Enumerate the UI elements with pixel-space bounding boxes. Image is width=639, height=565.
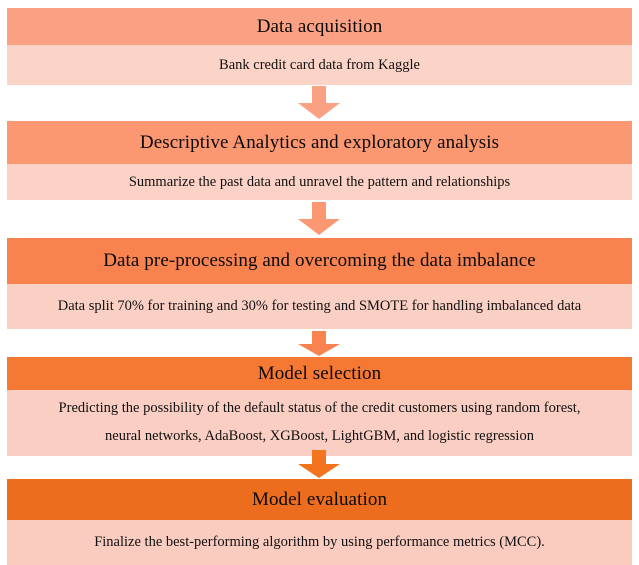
flow-stage-model-evaluation: Model evaluation Finalize the best-perfo…: [7, 479, 632, 565]
stage-body-line: neural networks, AdaBoost, XGBoost, Ligh…: [105, 427, 534, 444]
stage-header-data-preprocessing: Data pre-processing and overcoming the d…: [7, 238, 632, 284]
flow-stage-data-preprocessing: Data pre-processing and overcoming the d…: [7, 238, 632, 329]
flow-stage-descriptive-analytics: Descriptive Analytics and exploratory an…: [7, 121, 632, 200]
arrow-down-icon: [297, 86, 341, 120]
stage-body-line: Predicting the possibility of the defaul…: [58, 399, 581, 416]
arrow-down-icon: [297, 331, 341, 357]
stage-body-line: Bank credit card data from Kaggle: [219, 56, 420, 73]
stage-header-data-acquisition: Data acquisition: [7, 8, 632, 45]
stage-body-line: Finalize the best-performing algorithm b…: [94, 534, 545, 551]
arrow-down-icon: [297, 202, 341, 236]
stage-body-model-evaluation: Finalize the best-performing algorithm b…: [7, 520, 632, 565]
arrow-down-icon: [297, 450, 341, 479]
arrow-down-shape: [298, 450, 340, 478]
stage-header-model-evaluation: Model evaluation: [7, 479, 632, 520]
stage-body-line: Summarize the past data and unravel the …: [128, 173, 511, 190]
stage-body-data-acquisition: Bank credit card data from Kaggle: [7, 45, 632, 85]
stage-header-descriptive-analytics: Descriptive Analytics and exploratory an…: [7, 121, 632, 164]
stage-body-model-selection: Predicting the possibility of the defaul…: [7, 390, 632, 456]
arrow-down-shape: [298, 202, 340, 235]
flow-stage-model-selection: Model selection Predicting the possibili…: [7, 357, 632, 456]
arrow-down-shape: [298, 331, 340, 356]
stage-header-model-selection: Model selection: [7, 357, 632, 390]
flow-stage-data-acquisition: Data acquisition Bank credit card data f…: [7, 8, 632, 85]
stage-body-data-preprocessing: Data split 70% for training and 30% for …: [7, 284, 632, 329]
stage-body-descriptive-analytics: Summarize the past data and unravel the …: [7, 164, 632, 200]
stage-body-line: Data split 70% for training and 30% for …: [57, 298, 582, 315]
arrow-down-shape: [298, 86, 340, 119]
